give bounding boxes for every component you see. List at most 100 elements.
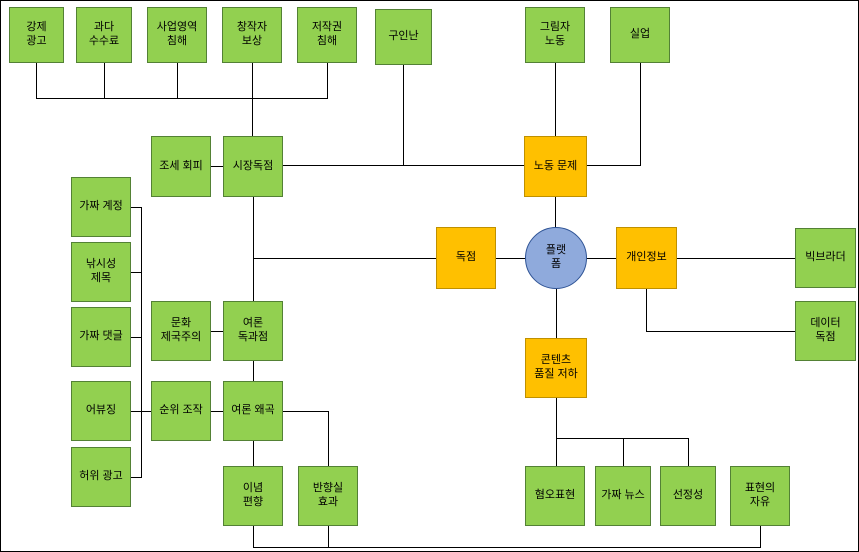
edge-tax-avoidance--market-monopoly	[211, 166, 224, 167]
node-label-ranking-manipulation: 순위 조작	[159, 404, 203, 417]
edge-personal-info--data-monopoly	[646, 331, 796, 332]
edge-left-bus--left-bus	[141, 207, 142, 478]
node-cultural-imperialism: 문화 제국주의	[151, 301, 211, 361]
edge-ideological-bias--freedom-of-expression	[253, 547, 761, 548]
edge-abusing--ranking-manipulation	[131, 411, 152, 412]
edge-platform--personal-info	[587, 258, 617, 259]
edge-cultural-imperialism--opinion-oligopoly	[211, 331, 224, 332]
node-hiring-difficulty: 구인난	[375, 9, 432, 65]
node-label-platform: 플랫 폼	[545, 244, 567, 270]
node-personal-info: 개인정보	[616, 227, 677, 289]
edge-opinion-distortion--ideological-bias	[253, 441, 254, 467]
node-opinion-distortion: 여론 왜곡	[223, 381, 283, 441]
node-forced-ads: 강제 광고	[9, 7, 64, 63]
node-label-tax-avoidance: 조세 회피	[159, 159, 203, 172]
node-content-quality-decline: 콘텐츠 품질 저하	[525, 338, 587, 398]
node-hate-speech: 혐오표현	[525, 466, 585, 526]
edge-market-monopoly--monopoly	[253, 258, 437, 259]
node-label-creator-compensation: 창작자 보상	[236, 21, 268, 47]
node-tax-avoidance: 조세 회피	[151, 136, 211, 197]
edge-personal-info--data-monopoly	[646, 289, 647, 332]
node-opinion-oligopoly: 여론 독과점	[223, 301, 283, 361]
edge-copyright-infringement--top-bus	[327, 63, 328, 99]
node-label-content-quality-decline: 콘텐츠 품질 저하	[534, 354, 578, 380]
edge-content-bus--sensationalism	[688, 438, 689, 467]
edge-excessive-fees--top-bus	[104, 63, 105, 99]
node-label-hiring-difficulty: 구인난	[388, 30, 419, 43]
node-label-ideological-bias: 이념 편향	[242, 482, 264, 508]
node-fake-comments: 가짜 댓글	[71, 307, 131, 367]
node-label-personal-info: 개인정보	[626, 251, 667, 264]
edge-opinion-distortion--echo-chamber	[283, 411, 329, 412]
edge-business-encroachment--top-bus	[177, 63, 178, 99]
node-clickbait-titles: 낚시성 제목	[71, 242, 131, 302]
edge-top-bus--top-bus	[36, 98, 328, 99]
node-labor-issues: 노동 문제	[524, 136, 587, 197]
node-creator-compensation: 창작자 보상	[222, 7, 282, 63]
node-label-forced-ads: 강제 광고	[26, 21, 47, 47]
node-label-data-monopoly: 데이터 독점	[810, 317, 841, 343]
node-data-monopoly: 데이터 독점	[795, 301, 856, 361]
edge-ranking-manipulation--opinion-distortion	[211, 411, 224, 412]
node-label-clickbait-titles: 낚시성 제목	[85, 258, 117, 284]
node-label-unemployment: 실업	[629, 28, 651, 41]
node-label-monopoly: 독점	[455, 251, 477, 264]
edge-content-bus--fake-news	[623, 438, 624, 467]
node-label-shadow-labor: 그림자 노동	[539, 21, 571, 47]
node-label-market-monopoly: 시장독점	[232, 159, 274, 172]
edge-content-quality-decline--hate-speech	[556, 398, 557, 467]
edge-platform--content-quality-decline	[556, 289, 557, 339]
node-label-sensationalism: 선정성	[672, 489, 704, 502]
node-fake-accounts: 가짜 계정	[71, 177, 131, 237]
node-label-fake-comments: 가짜 댓글	[79, 330, 123, 343]
edge-content-bus--content-bus	[556, 438, 689, 439]
edge-opinion-distortion--echo-chamber	[328, 411, 329, 467]
node-platform: 플랫 폼	[525, 227, 587, 289]
node-market-monopoly: 시장독점	[223, 136, 283, 197]
edge-hiring-difficulty--labor-bus	[403, 65, 404, 166]
node-label-opinion-oligopoly: 여론 독과점	[237, 317, 269, 343]
edge-clickbait-titles--left-bus	[131, 272, 142, 273]
node-unemployment: 실업	[610, 7, 670, 63]
node-fake-news: 가짜 뉴스	[595, 466, 651, 526]
edge-ideological-bias--freedom-of-expression	[253, 526, 254, 548]
node-big-brother: 빅브라더	[795, 228, 856, 288]
node-excessive-fees: 과다 수수료	[76, 7, 132, 63]
node-sensationalism: 선정성	[660, 466, 716, 526]
node-false-advertising: 허위 광고	[71, 447, 131, 507]
node-label-fake-accounts: 가짜 계정	[79, 200, 123, 213]
edge-unemployment--labor-issues	[640, 63, 641, 166]
edge-fake-accounts--left-bus	[131, 207, 142, 208]
node-label-abusing: 어뷰징	[85, 404, 117, 417]
node-echo-chamber: 반향실 효과	[298, 466, 358, 526]
node-freedom-of-expression: 표현의 자유	[730, 466, 790, 526]
edge-false-advertising--left-bus	[131, 477, 142, 478]
edge-ideological-bias--freedom-of-expression	[760, 526, 761, 548]
node-label-cultural-imperialism: 문화 제국주의	[160, 317, 202, 343]
node-label-big-brother: 빅브라더	[805, 251, 846, 264]
node-label-fake-news: 가짜 뉴스	[601, 489, 645, 502]
node-monopoly: 독점	[436, 227, 496, 289]
edge-creator-compensation--top-bus	[252, 63, 253, 99]
edge-echo-chamber--bottom-bus	[328, 526, 329, 548]
edge-personal-info--big-brother	[677, 258, 796, 259]
edge-forced-ads--top-bus	[36, 63, 37, 99]
edge-top-bus--market-monopoly	[252, 98, 253, 137]
node-business-encroachment: 사업영역 침해	[147, 7, 207, 63]
node-abusing: 어뷰징	[71, 381, 131, 441]
edge-market-monopoly--labor-issues	[283, 165, 525, 166]
node-shadow-labor: 그림자 노동	[525, 7, 585, 63]
node-label-false-advertising: 허위 광고	[79, 470, 123, 483]
node-copyright-infringement: 저작권 침해	[297, 7, 357, 63]
edge-labor-issues--platform	[555, 197, 556, 228]
node-label-freedom-of-expression: 표현의 자유	[744, 482, 776, 508]
node-label-copyright-infringement: 저작권 침해	[311, 21, 343, 47]
edge-monopoly--platform	[496, 258, 526, 259]
edge-shadow-labor--labor-issues	[555, 63, 556, 137]
node-label-hate-speech: 혐오표현	[534, 489, 576, 502]
node-label-business-encroachment: 사업영역 침해	[156, 21, 198, 47]
node-ranking-manipulation: 순위 조작	[151, 381, 211, 441]
edge-market-monopoly--opinion-oligopoly	[253, 197, 254, 302]
edge-fake-comments--left-bus	[131, 337, 142, 338]
